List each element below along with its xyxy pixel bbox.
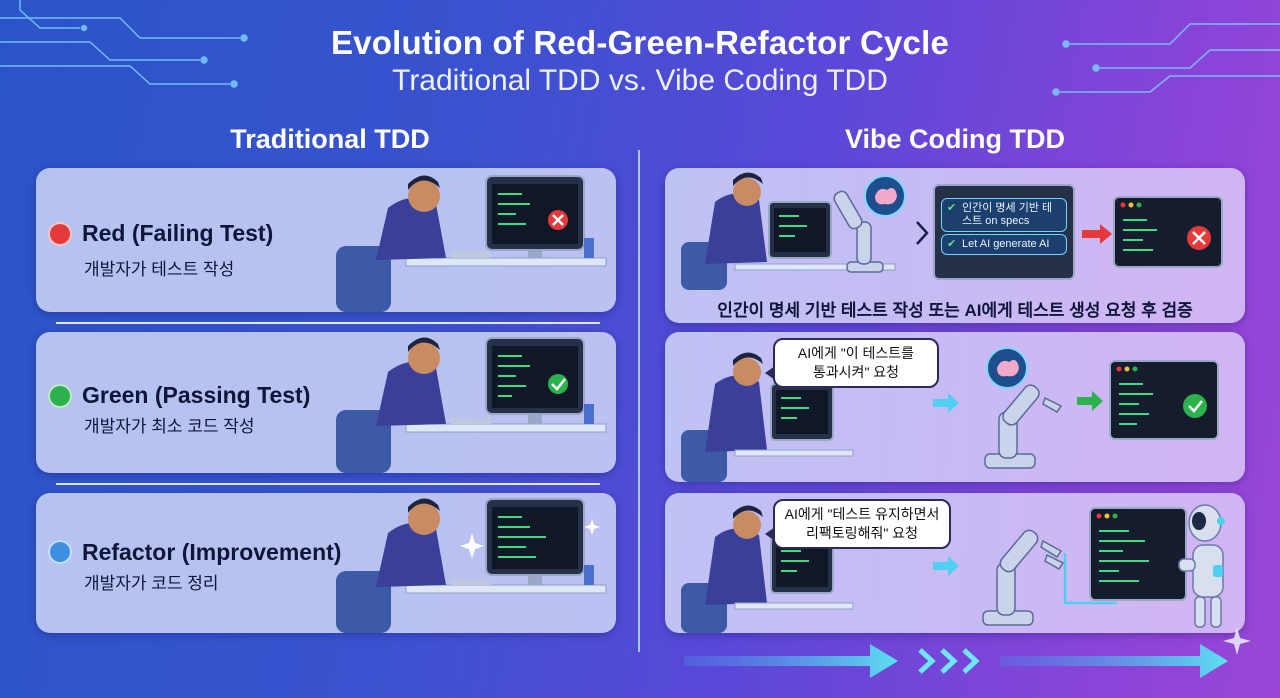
sparkle-icon bbox=[460, 519, 600, 559]
separator-line bbox=[56, 483, 600, 485]
developer-at-desk-illustration bbox=[336, 175, 607, 312]
chevron-right-icon bbox=[916, 221, 929, 245]
vibe-refactor-card: AI에게 "테스트 유지하면서 리팩토링해줘" 요청 bbox=[665, 493, 1245, 633]
page-title: Evolution of Red-Green-Refactor Cycle bbox=[331, 24, 949, 61]
circuit-decoration-left bbox=[0, 0, 248, 88]
robot-arm-icon bbox=[984, 347, 1063, 469]
failing-test-screen bbox=[1113, 196, 1223, 268]
blue-dot-icon bbox=[48, 540, 72, 564]
loop-arrow-icon bbox=[1063, 553, 1117, 605]
human-spec-option: ✔인간이 명세 기반 테스트 on specs bbox=[941, 198, 1067, 232]
refactor-request-bubble: AI에게 "테스트 유지하면서 리팩토링해줘" 요청 bbox=[765, 499, 951, 549]
traditional-green-card: Green (Passing Test) 개발자가 최소 코드 작성 bbox=[36, 332, 616, 473]
developer-at-desk-illustration bbox=[336, 337, 607, 473]
red-step-title: Red (Failing Test) bbox=[82, 220, 274, 246]
separator-line bbox=[56, 322, 600, 324]
arrow-right-icon bbox=[1077, 391, 1103, 411]
page-subtitle: Traditional TDD vs. Vibe Coding TDD bbox=[392, 64, 888, 97]
green-dot-icon bbox=[48, 384, 72, 408]
arrow-right-icon bbox=[933, 393, 959, 413]
arrow-right-icon bbox=[933, 556, 959, 576]
developer-illustration bbox=[681, 352, 854, 482]
green-step-desc: 개발자가 최소 코드 작성 bbox=[84, 417, 255, 436]
arrow-right-icon bbox=[1082, 224, 1112, 244]
vibe-green-card: AI에게 "이 테스트를 통과시켜" 요청 bbox=[665, 332, 1245, 482]
passing-test-screen bbox=[1109, 360, 1219, 440]
chevron-right-icon bbox=[918, 648, 980, 674]
red-dot-icon bbox=[48, 222, 72, 246]
robot-arm-icon bbox=[982, 529, 1065, 626]
progress-arrows bbox=[684, 644, 1228, 678]
traditional-red-card: Red (Failing Test) 개발자가 테스트 작성 bbox=[36, 168, 616, 312]
sparkle-icon bbox=[1223, 627, 1251, 655]
check-icon bbox=[1183, 394, 1207, 418]
refactor-step-title: Refactor (Improvement) bbox=[82, 539, 342, 565]
green-step-title: Green (Passing Test) bbox=[82, 382, 311, 408]
developer-at-desk-illustration bbox=[336, 498, 607, 633]
ai-generate-option: ✔Let AI generate AI bbox=[941, 234, 1067, 255]
traditional-refactor-card: Refactor (Improvement) 개발자가 코드 정리 bbox=[36, 493, 616, 633]
robot-icon bbox=[1178, 504, 1225, 628]
green-request-bubble: AI에게 "이 테스트를 통과시켜" 요청 bbox=[765, 338, 939, 388]
vibe-red-card: ✔인간이 명세 기반 테스트 on specs ✔Let AI generate… bbox=[665, 168, 1245, 323]
developer-with-robot-illustration bbox=[681, 172, 906, 290]
traditional-tdd-heading: Traditional TDD bbox=[230, 124, 430, 154]
refactored-code-screen bbox=[1089, 507, 1187, 601]
developer-illustration bbox=[681, 505, 854, 633]
vibe-red-caption: 인간이 명세 기반 테스트 작성 또는 AI에게 테스트 생성 요청 후 검증 bbox=[717, 301, 1193, 320]
red-step-desc: 개발자가 테스트 작성 bbox=[84, 260, 235, 279]
circuit-decoration-right bbox=[1052, 23, 1280, 96]
robot-arm-icon bbox=[833, 190, 884, 273]
refactor-step-desc: 개발자가 코드 정리 bbox=[84, 574, 219, 593]
vibe-coding-tdd-heading: Vibe Coding TDD bbox=[845, 124, 1065, 154]
column-divider bbox=[638, 150, 640, 652]
